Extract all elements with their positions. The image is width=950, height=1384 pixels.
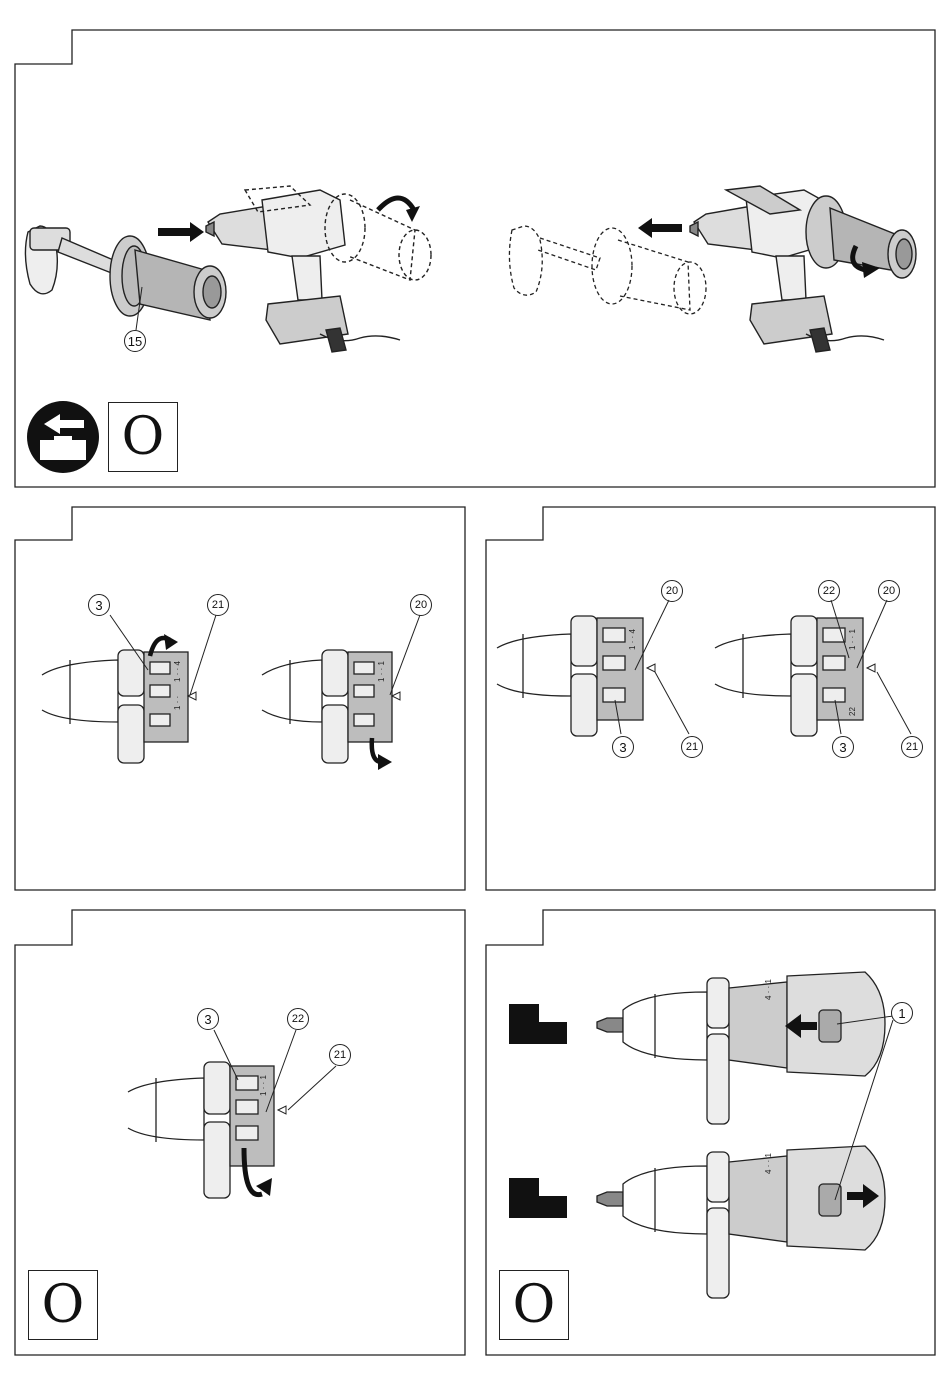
- svg-text:1 · · 1: 1 · · 1: [259, 1075, 268, 1096]
- callout-b21: 21: [901, 736, 923, 758]
- callout-3: 3: [197, 1008, 219, 1030]
- figure-panel-mode-ring-c: 1 · · 1 3 22 21 O: [0, 900, 475, 1384]
- callout-22: 22: [287, 1008, 309, 1030]
- callout-b20: 20: [878, 580, 900, 602]
- figure-panel-mode-ring-b: 1 · · 4 20 3 21 1 · · 1 22 22: [475, 500, 950, 895]
- drill-ring-illustration-b: 1 · · 1 22: [475, 500, 950, 895]
- callout-21: 21: [329, 1044, 351, 1066]
- drill-ring-illustration-right: 1 · · 1: [0, 500, 475, 895]
- badge-o: O: [108, 402, 178, 472]
- badge-o: O: [499, 1270, 569, 1340]
- svg-text:1 · · 1: 1 · · 1: [848, 629, 857, 650]
- callout-b22: 22: [818, 580, 840, 602]
- svg-text:22: 22: [848, 707, 857, 716]
- callout-20: 20: [410, 594, 432, 616]
- badge-o: O: [28, 1270, 98, 1340]
- figure-panel-handle: 15: [0, 0, 950, 490]
- callout-1: 1: [891, 1002, 913, 1024]
- figure-panel-mode-ring-a: 1 · · 4 1 · · 3 21 1 · · 1 20: [0, 500, 475, 895]
- callout-b3: 3: [832, 736, 854, 758]
- figure-panel-direction-switch: 4 · · 1 4 · · 1 1 O: [475, 900, 950, 1384]
- svg-text:4 · · 1: 4 · · 1: [764, 1153, 773, 1174]
- svg-text:1 · · 1: 1 · · 1: [377, 661, 386, 682]
